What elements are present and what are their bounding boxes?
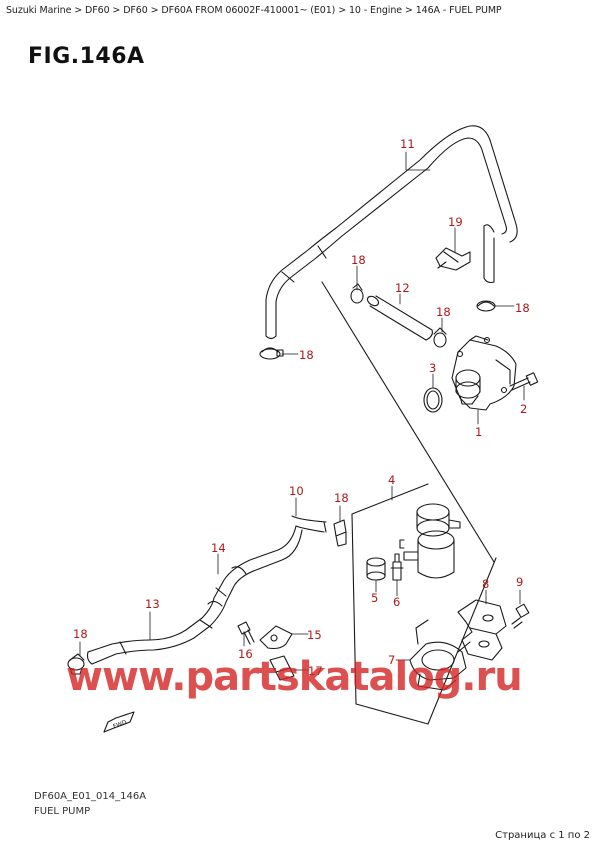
- clamp-18-c: [433, 327, 447, 348]
- bolt-9: [511, 603, 530, 629]
- fwd-arrow: [103, 711, 135, 733]
- callout-18-bottom: 18: [73, 627, 88, 641]
- callout-18-right: 18: [515, 301, 530, 315]
- part-6: [390, 553, 404, 581]
- bolt-16: [237, 621, 255, 645]
- callout-15: 15: [307, 628, 322, 642]
- callout-8: 8: [482, 577, 489, 591]
- callout-10: 10: [289, 484, 304, 498]
- callout-17: 17: [308, 664, 323, 678]
- bolt-2: [509, 372, 539, 391]
- callout-7: 7: [388, 653, 395, 667]
- clamp-18-a: [259, 347, 284, 360]
- hose-11: [265, 125, 518, 340]
- callout-3: 3: [429, 361, 436, 375]
- callout-13: 13: [145, 597, 160, 611]
- clip-17: [269, 655, 295, 681]
- callout-18-left: 18: [299, 348, 314, 362]
- clip-19: [435, 247, 471, 271]
- breadcrumb: Suzuki Marine > DF60 > DF60 > DF60A FROM…: [6, 5, 502, 16]
- fuel-pump-1: [451, 335, 517, 411]
- callout-11: 11: [400, 137, 415, 151]
- callout-16: 16: [238, 647, 253, 661]
- callout-numbers: 11 19 18 12 18 18 18 3 1 2 4 10 18 14 5 …: [73, 137, 530, 678]
- callout-19: 19: [448, 215, 463, 229]
- clamp-18-d: [476, 300, 496, 312]
- o-ring-3: [423, 387, 443, 413]
- leader-lines: [79, 151, 525, 671]
- bracket-8: [457, 599, 507, 661]
- fuel-filter-4: [399, 503, 461, 579]
- callout-1: 1: [475, 425, 482, 439]
- callout-12: 12: [395, 281, 410, 295]
- callout-5: 5: [371, 591, 378, 605]
- fwd-label: FWD: [112, 719, 128, 730]
- figure-caption: FUEL PUMP: [34, 806, 91, 817]
- figure-title: FIG.146A: [28, 44, 145, 69]
- callout-18-top: 18: [351, 253, 366, 267]
- watermark: www.partskatalog.ru: [66, 654, 523, 700]
- clamp-18-e: [333, 519, 347, 547]
- callout-2: 2: [520, 402, 527, 416]
- callout-6: 6: [393, 595, 400, 609]
- part-5: [366, 557, 386, 581]
- callout-18-mid: 18: [436, 305, 451, 319]
- hose-13-14: [86, 525, 303, 665]
- callout-9: 9: [516, 575, 523, 589]
- callout-18-filter: 18: [334, 491, 349, 505]
- hose-10: [291, 515, 327, 533]
- bracket-7: [409, 619, 471, 691]
- callout-14: 14: [211, 541, 226, 555]
- clamp-18-f: [67, 653, 85, 675]
- callout-4: 4: [388, 473, 395, 487]
- pager[interactable]: Страница с 1 по 2: [495, 830, 590, 841]
- bracket-15: [259, 625, 293, 650]
- hose-12: [366, 295, 433, 341]
- drawing-code: DF60A_E01_014_146A: [34, 791, 147, 802]
